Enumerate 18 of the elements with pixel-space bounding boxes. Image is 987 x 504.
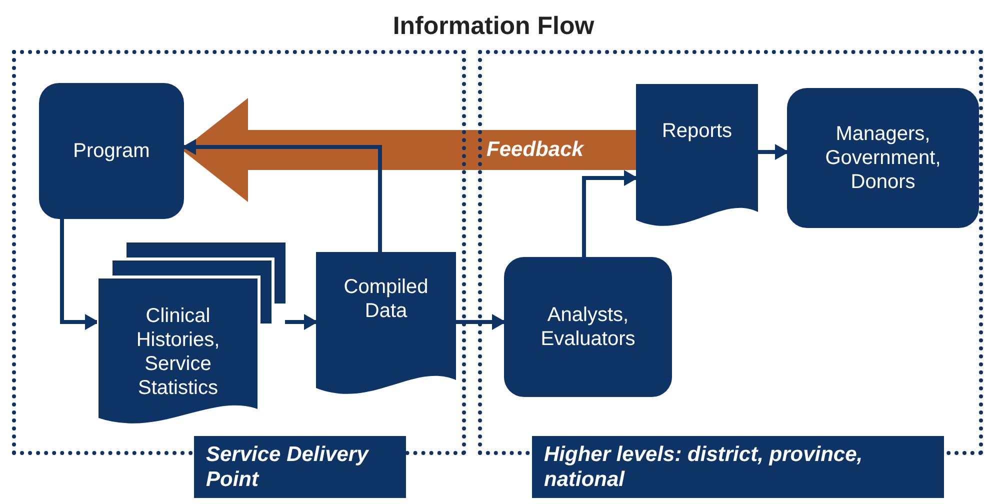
arrow bbox=[454, 314, 506, 330]
process-box bbox=[504, 257, 672, 397]
process-box bbox=[39, 83, 184, 219]
node-label: Analysts, Evaluators bbox=[540, 303, 636, 351]
node-label: Program bbox=[73, 139, 150, 163]
arrow bbox=[182, 139, 382, 254]
feedback-arrow bbox=[182, 98, 638, 202]
node-label: Compiled Data bbox=[342, 274, 430, 322]
arrow bbox=[756, 144, 789, 160]
diagram-title: Information Flow bbox=[392, 12, 596, 41]
node-label: Clinical Histories, Service Statistics bbox=[135, 304, 221, 400]
node-label: Managers, Government, Donors bbox=[824, 122, 942, 194]
node-label: Reports bbox=[662, 118, 732, 142]
region-label: Service Delivery Point bbox=[194, 436, 406, 498]
arrow bbox=[285, 314, 318, 330]
process-box bbox=[787, 88, 979, 228]
arrow bbox=[582, 170, 638, 259]
region-label: Higher levels: district, province, national bbox=[532, 436, 944, 498]
